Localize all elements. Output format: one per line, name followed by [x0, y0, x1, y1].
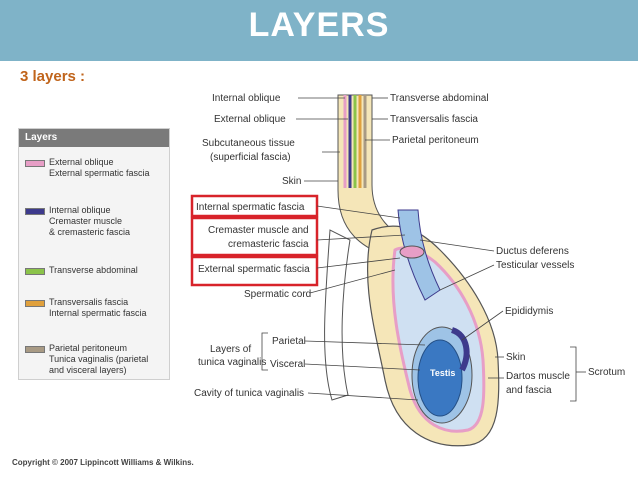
label-dartos-1: Dartos muscle	[506, 371, 570, 382]
label-subcutaneous-1: Subcutaneous tissue	[202, 138, 295, 149]
legend-line: Tunica vaginalis (parietal	[49, 354, 149, 364]
legend-label: Internal oblique Cremaster muscle & crem…	[49, 205, 130, 238]
legend-label: Parietal peritoneum Tunica vaginalis (pa…	[49, 343, 148, 376]
legend-swatch-purple	[25, 208, 45, 215]
label-subcutaneous-2: (superficial fascia)	[210, 152, 291, 163]
legend-line: & cremasteric fascia	[49, 227, 131, 237]
epididymis-shape	[450, 327, 470, 372]
label-internal-oblique: Internal oblique	[212, 93, 281, 104]
label-cavity: Cavity of tunica vaginalis	[194, 388, 304, 399]
copyright-text: Copyright © 2007 Lippincott Williams & W…	[12, 458, 194, 467]
testis-shape	[417, 339, 463, 417]
label-testicular-vessels: Testicular vessels	[496, 260, 574, 271]
thigh-outline	[324, 229, 351, 401]
label-parietal: Parietal	[272, 336, 306, 347]
label-external-spermatic-fascia: External spermatic fascia	[198, 264, 310, 275]
legend-swatch-tan	[25, 346, 45, 353]
label-layers-of-1: Layers of	[210, 344, 251, 355]
label-scrotum: Scrotum	[588, 367, 625, 378]
legend-line: External oblique	[49, 157, 114, 167]
label-spermatic-cord: Spermatic cord	[244, 289, 311, 300]
page-title: LAYERS	[248, 6, 390, 44]
label-epididymis: Epididymis	[505, 306, 553, 317]
legend-line: Internal spermatic fascia	[49, 308, 147, 318]
legend-line: Cremaster muscle	[49, 216, 123, 226]
label-transversalis-fascia: Transversalis fascia	[390, 114, 478, 125]
abdominal-wall	[337, 94, 421, 271]
legend-line: Transverse abdominal	[49, 265, 138, 275]
label-cremaster-2: cremasteric fascia	[228, 239, 309, 250]
legend-line: Internal oblique	[49, 205, 111, 215]
label-parietal-peritoneum: Parietal peritoneum	[392, 135, 479, 146]
slide-subtitle: 3 layers :	[20, 68, 86, 85]
legend-label: Transverse abdominal	[49, 265, 138, 276]
label-ductus-deferens: Ductus deferens	[496, 246, 569, 257]
label-external-oblique: External oblique	[214, 114, 286, 125]
highlight-box-external-fascia	[190, 255, 319, 287]
legend-title: Layers	[19, 129, 169, 147]
leader-lines	[261, 97, 586, 402]
legend-line: Transversalis fascia	[49, 297, 129, 307]
external-ring	[399, 245, 425, 259]
legend-swatch-pink	[25, 160, 45, 167]
legend-label: External oblique External spermatic fasc…	[49, 157, 150, 179]
label-layers-of-2: tunica vaginalis	[198, 357, 266, 368]
title-bar: LAYERS	[0, 0, 638, 61]
legend-line: Parietal peritoneum	[49, 343, 128, 353]
label-cremaster-1: Cremaster muscle and	[208, 225, 309, 236]
label-skin-left: Skin	[282, 176, 301, 187]
highlight-box-cremaster	[190, 216, 319, 257]
legend-swatch-green	[25, 268, 45, 275]
label-internal-spermatic-fascia: Internal spermatic fascia	[196, 202, 305, 213]
legend-line: External spermatic fascia	[49, 168, 150, 178]
legend-box: Layers External oblique External spermat…	[18, 128, 170, 380]
label-visceral: Visceral	[270, 359, 305, 370]
legend-swatch-orange	[25, 300, 45, 307]
legend-label: Transversalis fascia Internal spermatic …	[49, 297, 147, 319]
label-dartos-2: and fascia	[506, 385, 552, 396]
testis-label: Testis	[430, 368, 455, 378]
legend-line: and visceral layers)	[49, 365, 127, 375]
label-transverse-abdominal: Transverse abdominal	[390, 93, 489, 104]
label-skin-right: Skin	[506, 352, 525, 363]
